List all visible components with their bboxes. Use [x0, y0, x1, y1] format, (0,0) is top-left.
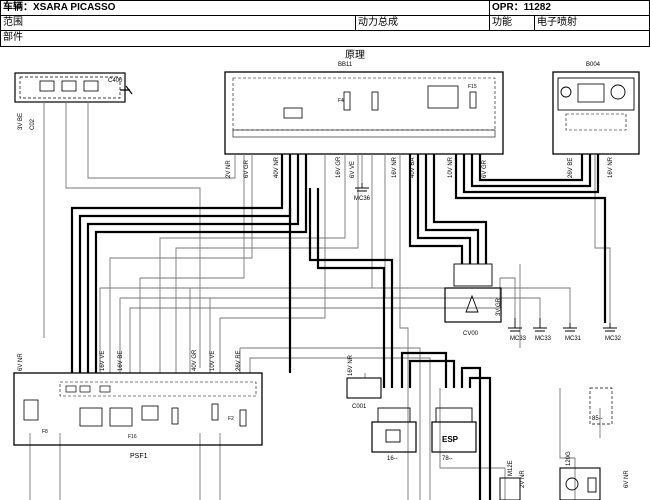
c001-label: C001 [352, 404, 367, 410]
c400-pin-label: 3V BE [18, 113, 24, 130]
group-cell: 动力总成 [355, 15, 490, 31]
psf1-label: PSF1 [130, 453, 148, 460]
m85-label: 85-- [592, 416, 603, 422]
ground-3: MC31 [565, 336, 582, 342]
ground-mc36: MC36 [354, 196, 371, 202]
bottom-m-label: M12E [508, 460, 514, 476]
psf-left-label: 6V NR [18, 353, 24, 371]
bsi-mid4-label: 16V NR [392, 156, 398, 178]
b004-label: B004 [586, 62, 601, 68]
c400-label: C400 [108, 78, 123, 84]
vehicle-cell: 车辆：XSARA PICASSO [0, 0, 490, 16]
module-16: 16-- [371, 407, 417, 462]
m16-label: 16-- [387, 456, 398, 462]
fuse-f8: F8 [42, 429, 48, 435]
thin-wires [29, 102, 611, 500]
bottom-2v-label: 2V NR [520, 470, 526, 488]
bsi-left1-label: 2V NR [226, 160, 232, 178]
c400-sub-label: C02 [30, 118, 36, 130]
wire-labels: 3V BE C02 2V NR 6V GR 40V NR 16V GR 6V V… [18, 113, 630, 488]
module-85: 85-- [589, 387, 613, 425]
psf-mid2-label: 16V BE [118, 351, 124, 371]
m78-label: 78-- [442, 456, 453, 462]
bsi-label: BB11 [338, 62, 353, 68]
bsi-right3-label: 6V GR [482, 159, 488, 178]
psf-mid1-label: 16V VE [100, 351, 106, 371]
module-b004: B004 [552, 62, 640, 155]
bsi-right2-label: 10V NR [448, 156, 454, 178]
function-value: 电子喷射 [534, 15, 650, 31]
diagram-title: 原理 [345, 49, 365, 61]
bsi-right1-label: 40V BA [410, 158, 416, 178]
esp-label: ESP [442, 435, 459, 444]
bsi-mid2-label: 16V GR [336, 156, 342, 178]
psf-right-label: 26V RE [236, 350, 242, 371]
function-label: 功能 [489, 15, 535, 31]
fuse-f15: F15 [468, 84, 477, 90]
b004-left-label: 26V BE [568, 158, 574, 178]
bottom-devices [499, 467, 601, 500]
header-table: 车辆：XSARA PICASSO OPR：11282 范围 动力总成 功能 电子… [0, 0, 650, 48]
opr-cell: OPR：11282 [489, 0, 650, 16]
c001-top-label: 16V NR [348, 354, 354, 376]
b004-right-label: 16V NR [608, 156, 614, 178]
title-text: 原理 [345, 49, 365, 61]
module-psf1: F8 F16 F2 PSF1 [13, 372, 263, 460]
cv00-label: CV00 [463, 331, 479, 337]
module-cv00: CV00 [444, 263, 502, 337]
psf-mid4-label: 10V VE [210, 351, 216, 371]
cv00-right-label: 3V GR [496, 297, 502, 316]
ground-2: MC33 [535, 336, 552, 342]
bsi-mid3-label: 6V VE [350, 161, 356, 178]
ground-4: MC32 [605, 336, 622, 342]
ground-1: MC33 [510, 336, 527, 342]
bottom-6v-label: 6V NR [624, 470, 630, 488]
fuse-f16: F16 [128, 434, 137, 440]
grounds: MC33 MC33 MC31 MC32 MC36 [354, 183, 622, 342]
module-c001: C001 [346, 377, 382, 410]
fuse-f4: F4 [338, 98, 344, 104]
bsi-mid1-label: 40V NR [274, 156, 280, 178]
wiring-diagram: 原理 C400 BB11 F4 F15 B004 [13, 49, 640, 500]
psf-mid3-label: 40V GR [192, 349, 198, 371]
scope-label: 范围 [0, 15, 356, 31]
bottom-x-label: 120G [566, 451, 572, 466]
module-c400: C400 [14, 72, 133, 103]
module-esp: ESP 78-- [431, 407, 477, 462]
module-bsi: BB11 F4 F15 [224, 62, 504, 155]
thick-wires [70, 154, 607, 500]
bsi-left2-label: 6V GR [244, 159, 250, 178]
part-label: 部件 [0, 30, 650, 47]
fuse-f2: F2 [228, 416, 234, 422]
